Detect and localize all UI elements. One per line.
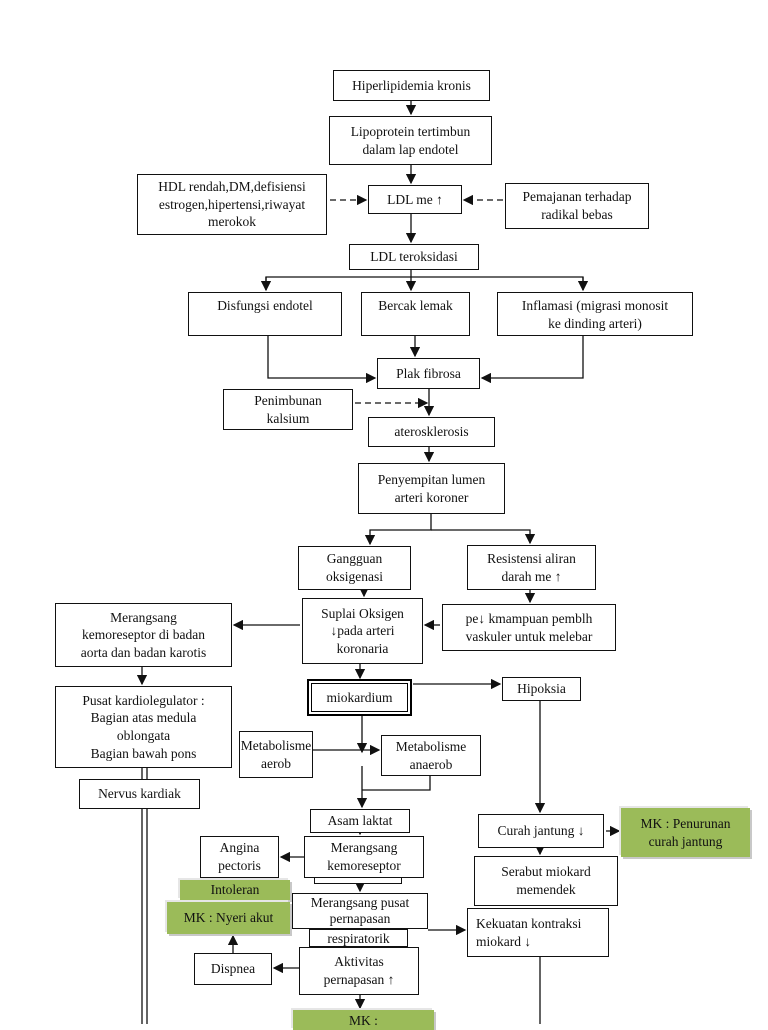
- node-fibrous-plaque: Plak fibrosa: [377, 358, 480, 389]
- node-radical-exposure: Pemajanan terhadap radikal bebas: [505, 183, 649, 229]
- diagnosis-bottom: MK :: [293, 1010, 434, 1030]
- node-lipoprotein: Lipoprotein tertimbun dalam lap endotel: [329, 116, 492, 165]
- node-ldl-increase: LDL me ↑: [368, 185, 462, 214]
- node-myocardium: miokardium: [307, 679, 412, 716]
- node-breathing-activity: Aktivitas pernapasan ↑: [299, 947, 419, 995]
- node-anaerobic: Metabolisme anaerob: [381, 735, 481, 776]
- node-myocardial-fibers: Serabut miokard memendek: [474, 856, 618, 906]
- node-flow-resistance: Resistensi aliran darah me ↑: [467, 545, 596, 590]
- node-oxygen-supply: Suplai Oksigen ↓pada arteri koronaria: [302, 598, 423, 664]
- node-respiratory-center: Merangsang pusat pernapasan: [292, 893, 428, 929]
- node-oxygenation-disorder: Gangguan oksigenasi: [298, 546, 411, 590]
- node-cardiac-nerve: Nervus kardiak: [79, 779, 200, 809]
- node-endothelial-dysfunction: Disfungsi endotel: [188, 292, 342, 336]
- node-cardioregulator: Pusat kardiolegulator : Bagian atas medu…: [55, 686, 232, 768]
- node-lactic-acid: Asam laktat: [310, 809, 410, 833]
- node-atherosclerosis: aterosklerosis: [368, 417, 495, 447]
- node-aerobic: Metabolisme aerob: [239, 731, 313, 778]
- node-inflammation: Inflamasi (migrasi monosit ke dinding ar…: [497, 292, 693, 336]
- node-chemoreceptor-aorta: Merangsang kemoreseptor di badan aorta d…: [55, 603, 232, 667]
- node-risk-factors: HDL rendah,DM,defisiensi estrogen,hipert…: [137, 174, 327, 235]
- node-angina: Angina pectoris: [200, 836, 279, 878]
- node-respiratory: respiratorik: [309, 929, 408, 947]
- node-dyspnea: Dispnea: [194, 953, 272, 985]
- node-calcium: Penimbunan kalsium: [223, 389, 353, 430]
- node-cardiac-output: Curah jantung ↓: [478, 814, 604, 848]
- node-chemoreceptor: Merangsang kemoreseptor: [304, 836, 424, 878]
- node-contraction-strength: Kekuatan kontraksi miokard ↓: [467, 908, 609, 957]
- node-lumen-narrowing: Penyempitan lumen arteri koroner: [358, 463, 505, 514]
- node-vascular-capacity: pe↓ kmampuan pemblh vaskuler untuk meleb…: [442, 604, 616, 651]
- node-fatty-streak: Bercak lemak: [361, 292, 470, 336]
- diagnosis-cardiac-output: MK : Penurunan curah jantung: [621, 808, 750, 857]
- node-hypoxia: Hipoksia: [502, 677, 581, 701]
- diagnosis-intolerance: Intoleran: [180, 880, 290, 900]
- node-hiperlipidemia: Hiperlipidemia kronis: [333, 70, 490, 101]
- diagnosis-acute-pain: MK : Nyeri akut: [167, 902, 290, 934]
- node-ldl-oxidized: LDL teroksidasi: [349, 244, 479, 270]
